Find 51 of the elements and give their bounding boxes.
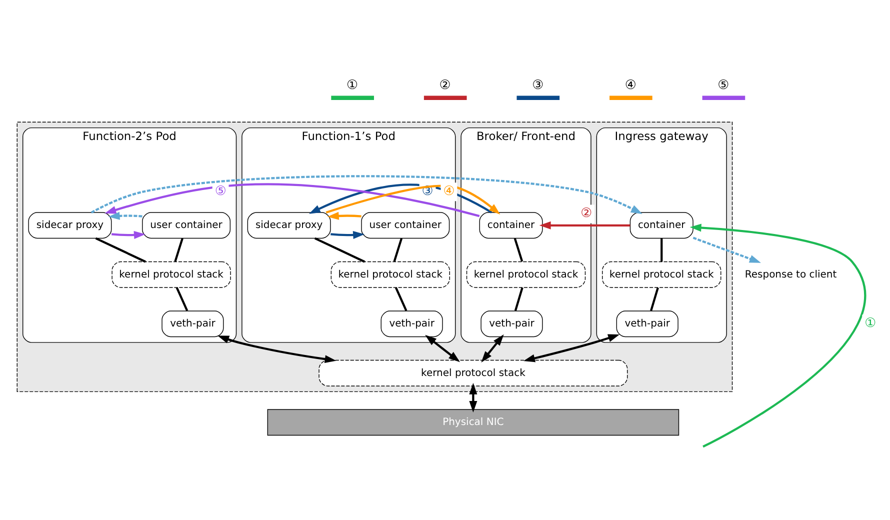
legend-label: ④ — [624, 78, 636, 93]
arrow — [523, 334, 620, 362]
node-box: veth-pair — [480, 310, 543, 338]
connector — [176, 287, 188, 312]
node-box: kernel protocol stack — [330, 261, 450, 288]
cluster — [16, 122, 733, 392]
edge-label: ⑤ — [214, 184, 226, 199]
arrow — [111, 230, 146, 239]
arrow — [539, 221, 630, 230]
node-box: veth-pair — [616, 310, 678, 338]
legend-label: ⑤ — [718, 78, 730, 93]
connector — [394, 287, 408, 312]
connector — [95, 237, 146, 263]
connector — [660, 238, 663, 262]
node-box: kernel protocol stack — [602, 261, 722, 288]
node-box: kernel protocol stack — [112, 261, 231, 288]
node-box: sidecar proxy — [247, 212, 331, 239]
arrow — [90, 175, 642, 214]
edge-label: ② — [580, 206, 592, 222]
node-box: veth-pair — [380, 310, 443, 338]
node-box: kernel protocol stack — [318, 360, 628, 386]
arrow — [326, 184, 500, 215]
arrow — [481, 334, 504, 362]
node-text: Response to client — [744, 269, 837, 280]
connector — [514, 287, 524, 312]
node-box: sidecar proxy — [28, 212, 112, 239]
connector — [393, 238, 403, 262]
arrow — [327, 212, 362, 220]
edge-label: ① — [864, 316, 876, 332]
arrow — [425, 334, 460, 362]
connector — [650, 287, 659, 312]
node-box: container — [479, 212, 543, 239]
arrow — [469, 382, 478, 412]
node-box: veth-pair — [162, 310, 224, 338]
node-box: user container — [361, 212, 450, 239]
arrow — [330, 230, 365, 239]
arrow — [218, 336, 336, 364]
legend-label: ② — [439, 78, 451, 93]
legend-label: ③ — [532, 78, 544, 93]
connector — [314, 237, 366, 263]
arrow — [692, 236, 761, 263]
node-box: container — [630, 212, 694, 239]
legend-label: ① — [346, 78, 358, 93]
node-box: kernel protocol stack — [466, 261, 586, 288]
node-box: Physical NIC — [267, 409, 680, 436]
connector — [514, 238, 524, 262]
arrow — [690, 224, 866, 448]
connector — [174, 238, 184, 262]
arrow — [108, 212, 142, 220]
node-box: user container — [142, 212, 231, 239]
edge-label: ④ — [443, 184, 455, 199]
